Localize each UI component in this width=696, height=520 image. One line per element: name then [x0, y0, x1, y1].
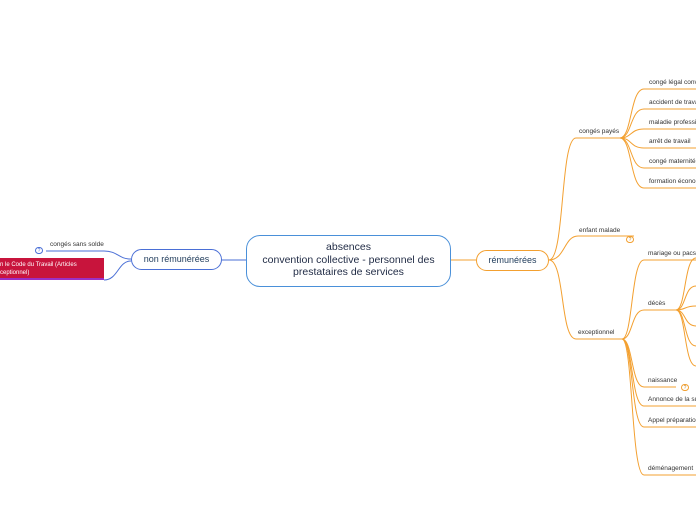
collapse-badge-left[interactable]: ? — [35, 247, 43, 254]
central-subtitle-line2: prestataires de services — [293, 266, 404, 278]
topic-code-du-travail[interactable]: n le Code du Travail (Articles ceptionne… — [0, 258, 104, 280]
topic-conge-legal[interactable]: congé légal conv — [649, 79, 696, 86]
central-subtitle-line1: convention collective - personnel des — [262, 253, 435, 266]
topic-mariage-pacs[interactable]: mariage ou pacs — [648, 250, 696, 257]
topic-maladie-professionnelle[interactable]: maladie professi — [649, 119, 696, 126]
topic-formation-economique[interactable]: formation écono — [649, 178, 696, 185]
central-topic[interactable]: absences convention collective - personn… — [246, 235, 451, 287]
topic-arret-travail[interactable]: arrêt de travail — [649, 138, 691, 145]
topic-conges-payes[interactable]: congés payés — [579, 128, 620, 135]
topic-code-du-travail-line1: n le Code du Travail (Articles — [0, 262, 77, 268]
branch-remunerees[interactable]: rémunérées — [476, 250, 549, 271]
topic-accident-travail[interactable]: accident de trava — [649, 99, 696, 106]
collapse-badge-enfant-malade[interactable]: ? — [626, 236, 634, 243]
topic-deces[interactable]: décès — [648, 300, 666, 307]
topic-appel-preparation[interactable]: Appel préparatio — [648, 417, 696, 424]
branch-non-remunerees[interactable]: non rémunérées — [131, 249, 222, 270]
topic-naissance[interactable]: naissance — [648, 377, 678, 384]
topic-demenagement[interactable]: déménagement — [648, 465, 694, 472]
topic-exceptionnel[interactable]: exceptionnel — [578, 329, 615, 336]
topic-conge-maternite[interactable]: congé maternité — [649, 158, 696, 165]
central-title: absences — [326, 241, 371, 253]
topic-annonce[interactable]: Annonce de la su — [648, 396, 696, 403]
topic-code-du-travail-line2: ceptionnel) — [0, 270, 30, 276]
collapse-badge-naissance[interactable]: ? — [681, 384, 689, 391]
topic-enfant-malade[interactable]: enfant malade — [579, 227, 621, 234]
topic-conges-sans-solde[interactable]: congés sans solde — [50, 241, 104, 248]
